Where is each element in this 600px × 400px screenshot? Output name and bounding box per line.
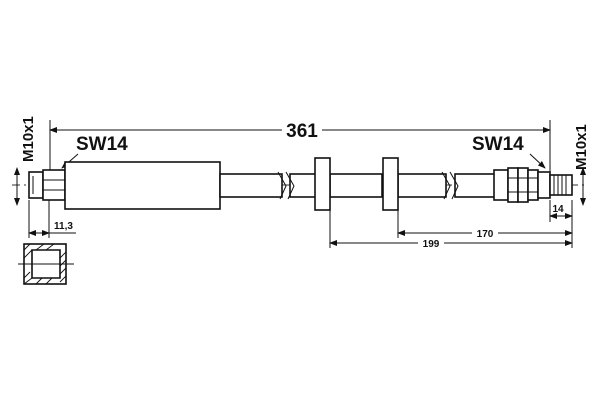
fitting-section-detail (18, 243, 74, 285)
right-fitting-dimension: 14 (549, 200, 573, 222)
first-clip-dimension-label: 199 (423, 239, 440, 250)
right-thread-callout: M10x1 (573, 124, 590, 206)
clip-position-dimensions: 170 199 (329, 200, 573, 250)
left-thread-label: M10x1 (20, 116, 37, 162)
mounting-clip-1 (314, 157, 331, 211)
right-fitting-length-label: 14 (552, 204, 564, 215)
overall-length-label: 361 (286, 121, 318, 142)
right-wrench-callout: SW14 (472, 134, 546, 169)
second-clip-dimension-label: 170 (477, 229, 494, 240)
mounting-clip-2 (382, 157, 399, 211)
left-thread-callout: M10x1 (14, 116, 37, 206)
overall-length-dimension: 361 (49, 120, 551, 172)
left-fitting-dimension: 11,3 (28, 200, 76, 238)
left-fitting-length-label: 11,3 (54, 221, 73, 232)
hose-body (219, 171, 496, 200)
crimp-sleeve (64, 161, 221, 210)
right-fitting (493, 167, 573, 203)
right-wrench-label: SW14 (472, 134, 524, 155)
left-fitting (28, 169, 66, 201)
right-thread-label: M10x1 (573, 124, 590, 170)
left-wrench-label: SW14 (76, 134, 128, 155)
